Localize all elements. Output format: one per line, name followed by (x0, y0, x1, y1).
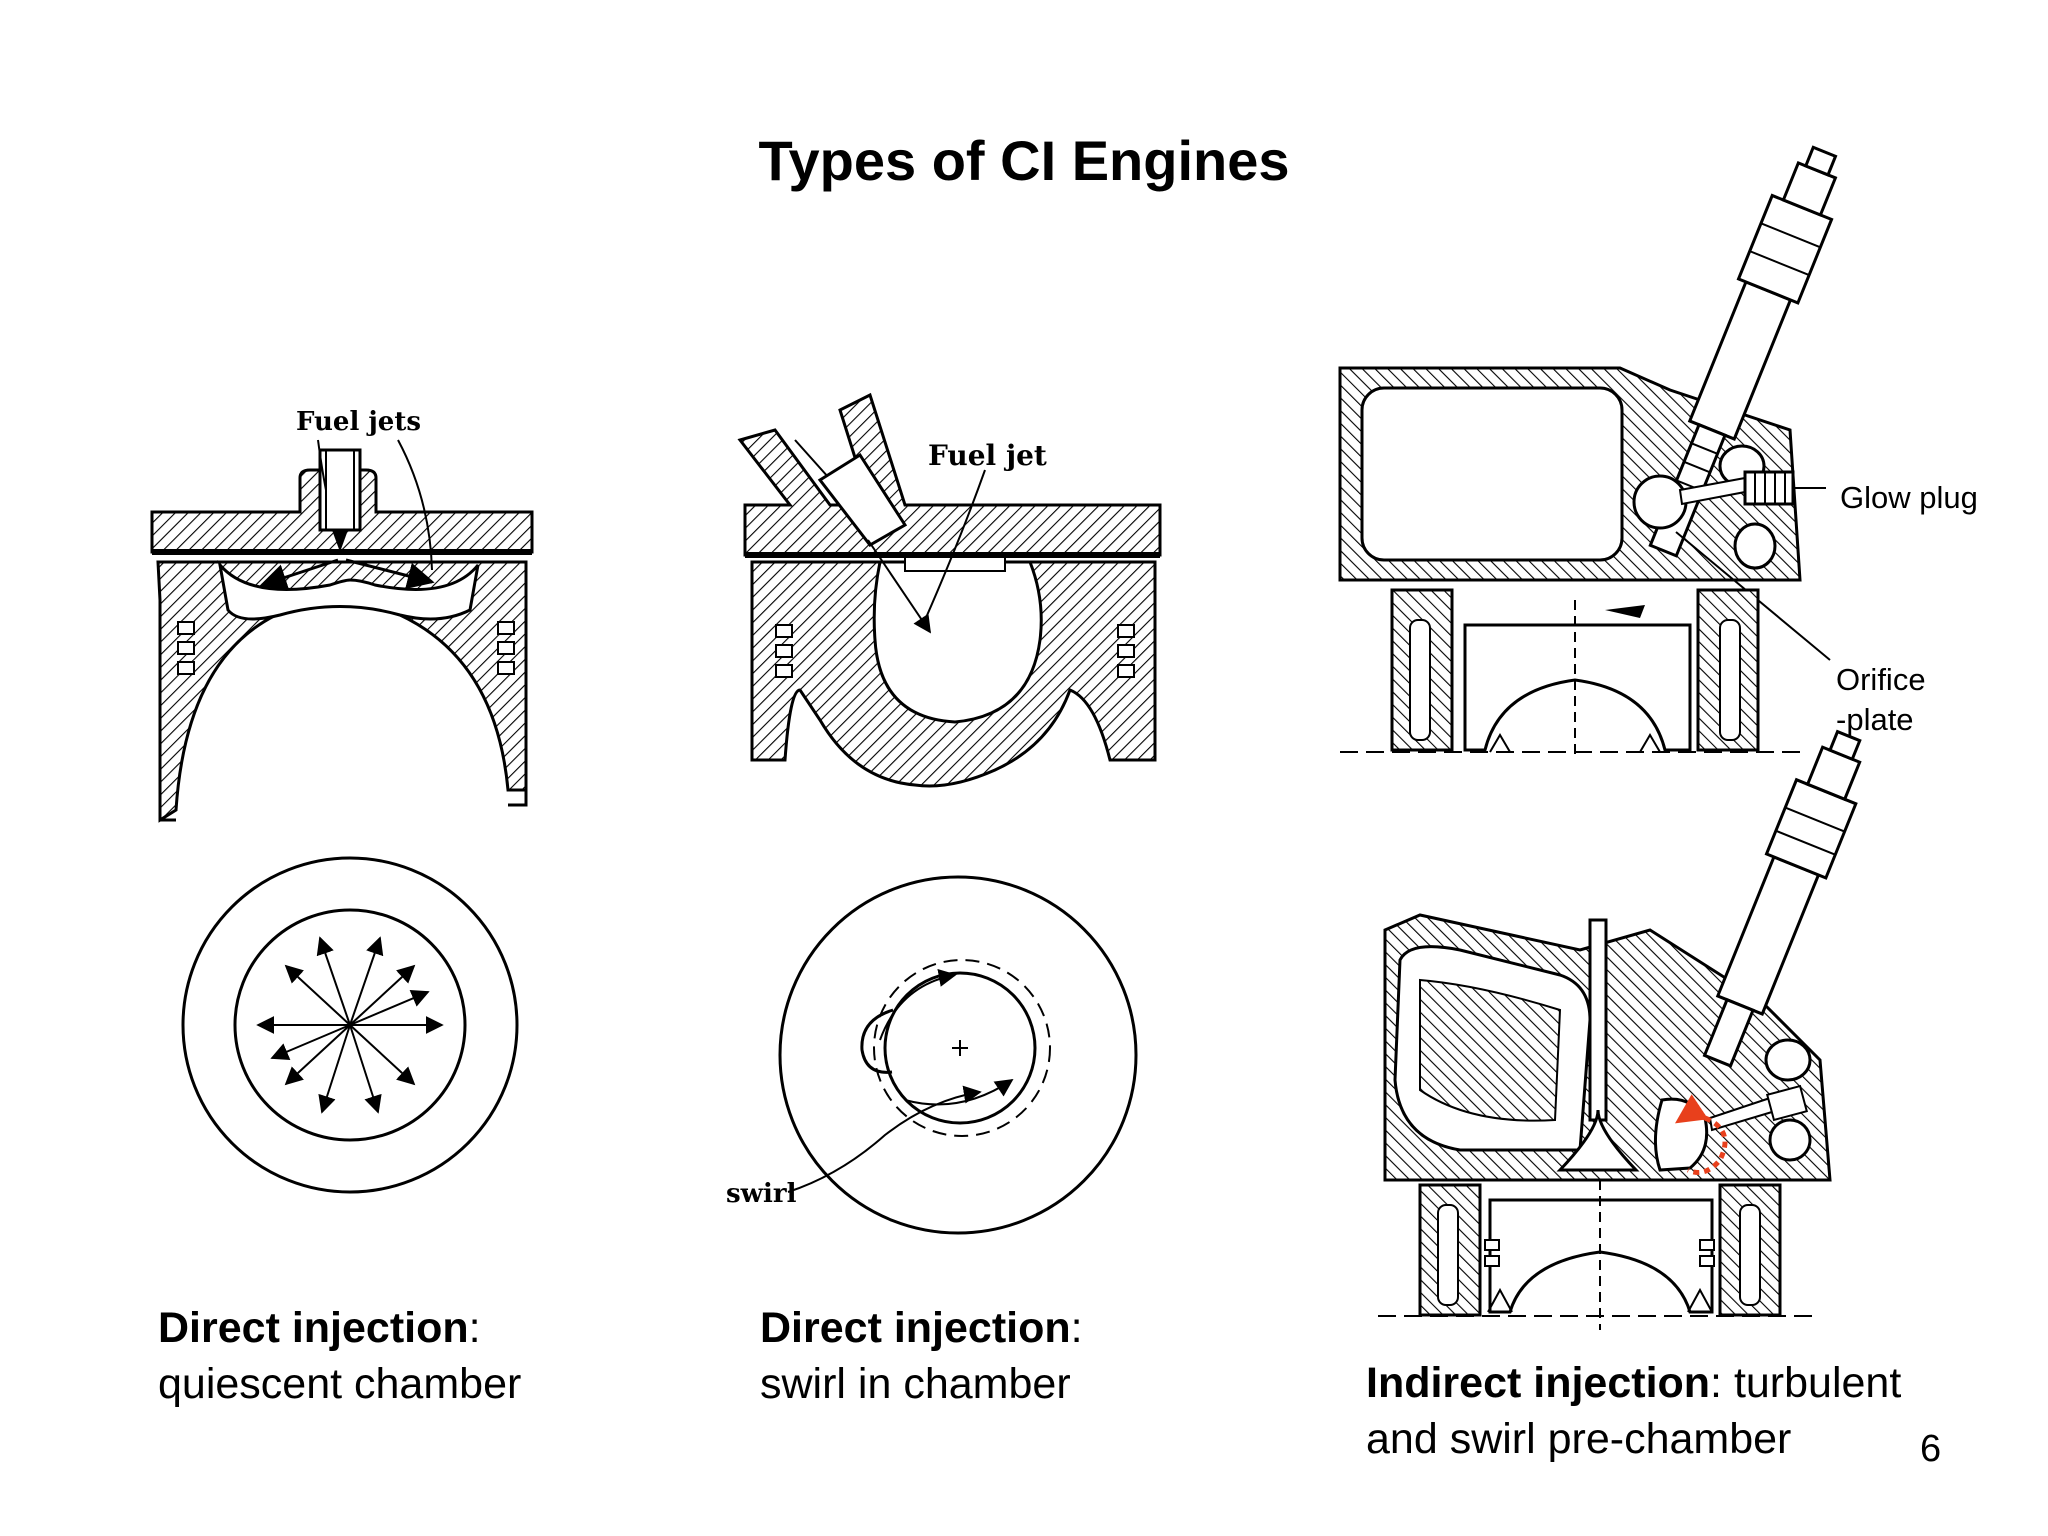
swirl-chamber-section: Fuel jet (737, 392, 1162, 788)
caption-indirect-bold: Indirect injection (1366, 1359, 1711, 1407)
caption-swirl-rest: : (1070, 1304, 1083, 1352)
fuel-jets-label: Fuel jets (296, 407, 421, 437)
swirl-label: swirl (726, 1179, 797, 1209)
caption-quiescent-bold: Direct injection (158, 1304, 469, 1352)
caption-indirect-rest: : turbulent (1710, 1359, 1902, 1407)
orifice-label-line1: Orifice (1836, 662, 1926, 697)
slide-title: Types of CI Engines (758, 129, 1290, 192)
caption-quiescent: Direct injection: quiescent chamber (158, 1300, 521, 1412)
caption-swirl: Direct injection: swirl in chamber (760, 1300, 1083, 1412)
swirl-chamber-top-view: swirl (726, 875, 1138, 1235)
pre-chamber-section-glow-plug: Glow plug Orifice -plate (1338, 145, 1978, 755)
quiescent-chamber-top-view (181, 856, 519, 1194)
quiescent-chamber-section: Fuel jets (150, 407, 534, 823)
caption-swirl-line2: swirl in chamber (760, 1360, 1071, 1408)
caption-quiescent-line2: quiescent chamber (158, 1360, 522, 1408)
glow-plug-label: Glow plug (1840, 480, 1978, 515)
caption-indirect-line2: and swirl pre-chamber (1366, 1415, 1792, 1463)
caption-swirl-bold: Direct injection (760, 1304, 1071, 1352)
caption-indirect: Indirect injection: turbulent and swirl … (1366, 1355, 1901, 1467)
pre-chamber-section-swirl (1378, 729, 1862, 1330)
caption-quiescent-rest: : (468, 1304, 481, 1352)
page-number: 6 (1920, 1428, 1942, 1470)
fuel-jet-label: Fuel jet (928, 439, 1047, 472)
orifice-label-line2: -plate (1836, 702, 1914, 737)
